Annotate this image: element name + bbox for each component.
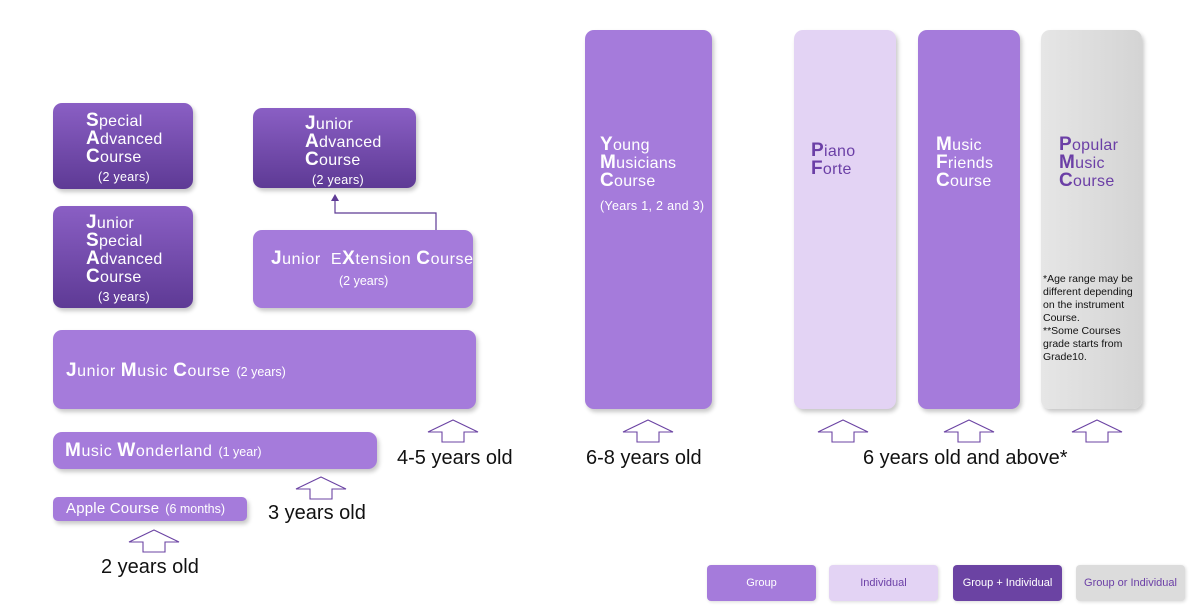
special-advanced-course-box: Special Advanced Course (2 years) [53,103,193,189]
legend-group-individual: Group + Individual [953,565,1062,601]
age-label-6-8: 6-8 years old [586,447,702,469]
legend-individual: Individual [829,565,938,601]
age-label-6-above: 6 years old and above* [863,447,1068,469]
apple-course-box: Apple Course(6 months) [53,497,247,521]
age-label-4-5: 4-5 years old [397,447,513,469]
age-range-note: *Age range may be different depending on… [1043,273,1133,363]
up-arrow-icon [817,419,869,443]
progression-connector [331,194,437,230]
legend-group: Group [707,565,816,601]
up-arrow-icon [427,419,479,443]
junior-music-course-box: Junior Music Course(2 years) [53,330,476,409]
junior-extension-course-box: Junior EXtension Course (2 years) [253,230,473,308]
age-label-2: 2 years old [101,556,199,578]
up-arrow-icon [622,419,674,443]
up-arrow-icon [943,419,995,443]
popular-music-course-box: Popular Music Course *Age range may be d… [1041,30,1142,409]
music-friends-course-box: Music Friends Course [918,30,1020,409]
junior-advanced-course-box: Junior Advanced Course (2 years) [253,108,416,188]
legend-group-or-individual: Group or Individual [1076,565,1185,601]
up-arrow-icon [295,476,347,500]
piano-forte-box: Piano Forte [794,30,896,409]
up-arrow-icon [1071,419,1123,443]
junior-special-advanced-course-box: Junior Special Advanced Course (3 years) [53,206,193,308]
up-arrow-icon [128,529,180,553]
music-wonderland-box: Music Wonderland(1 year) [53,432,377,469]
age-label-3: 3 years old [268,502,366,524]
young-musicians-course-box: Young Musicians Course (Years 1, 2 and 3… [585,30,712,409]
